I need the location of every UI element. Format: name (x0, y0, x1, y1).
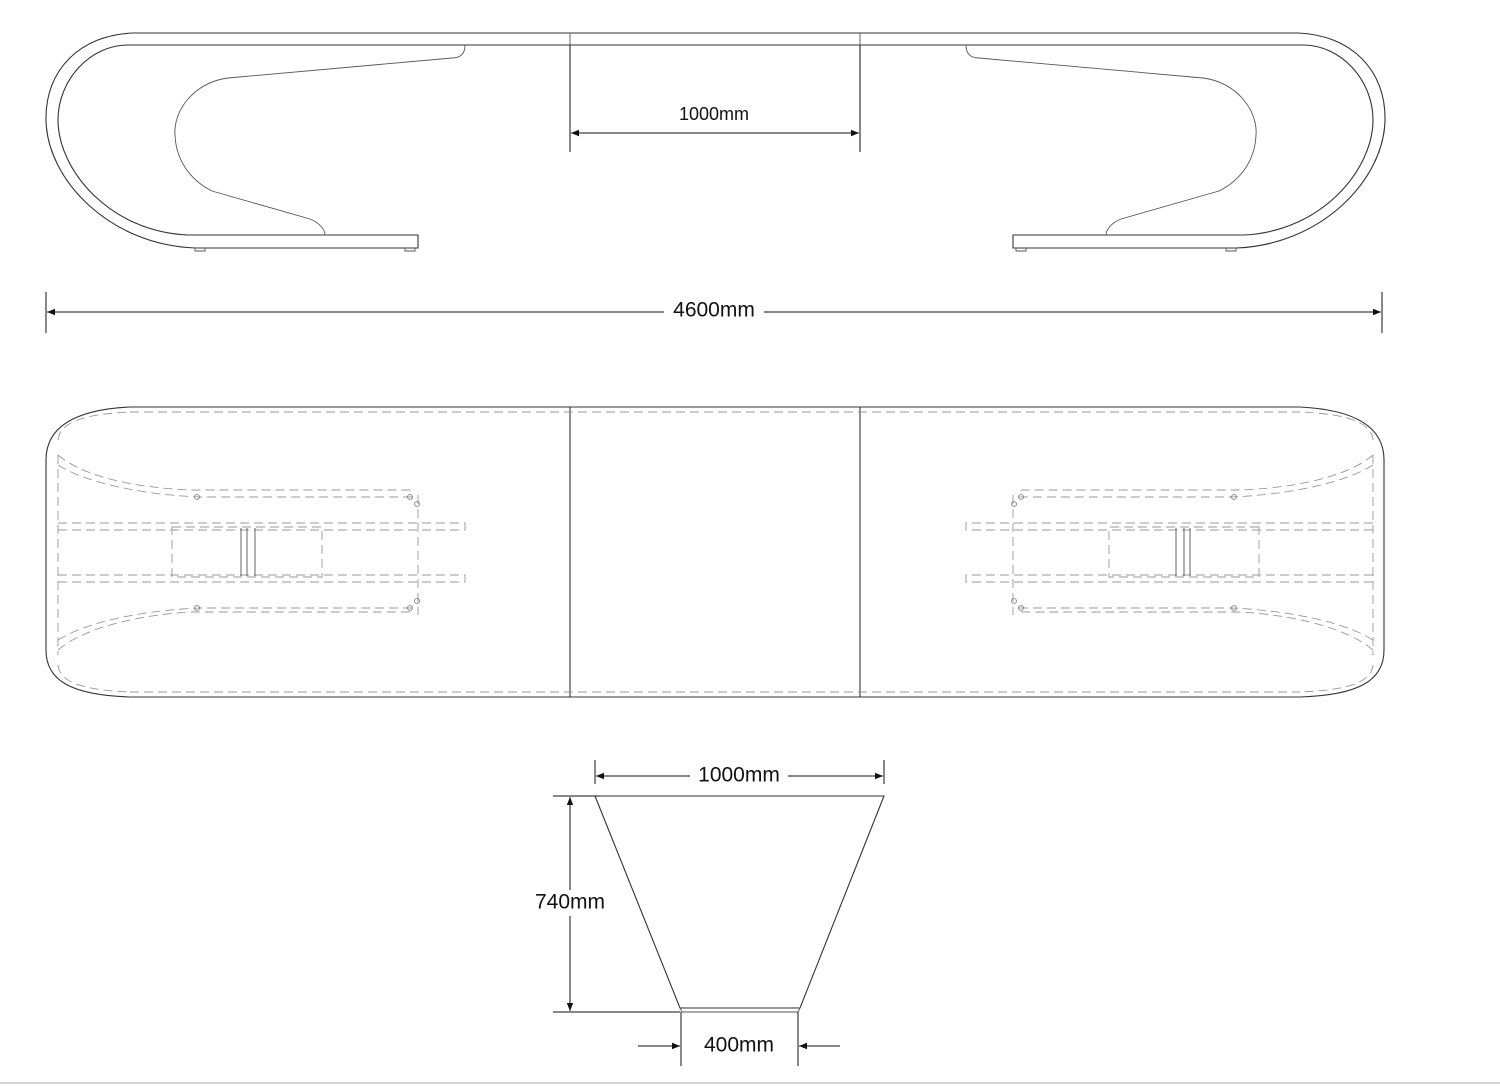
end-view (594, 795, 885, 1013)
base-frame-right (965, 411, 1374, 693)
dimension-center-width: 1000mm (569, 45, 861, 152)
dimension-total-length: 4600mm (45, 292, 1383, 333)
dimension-top-width: 1000mm (594, 760, 885, 788)
side-view (45, 32, 1386, 252)
height-label: 740mm (535, 891, 605, 914)
center-width-label: 1000mm (679, 104, 749, 124)
side-leg-right (965, 32, 1386, 252)
dimension-height: 740mm (528, 795, 680, 1013)
base-frame-left (57, 411, 466, 693)
side-leg-left (45, 32, 466, 252)
top-width-label: 1000mm (698, 764, 780, 787)
end-view-outline (594, 795, 885, 1009)
base-width-label: 400mm (704, 1034, 774, 1057)
total-length-label: 4600mm (673, 299, 755, 322)
dimension-base-width: 400mm (638, 1012, 840, 1066)
top-view (45, 406, 1385, 698)
top-view-outline (45, 406, 1385, 698)
